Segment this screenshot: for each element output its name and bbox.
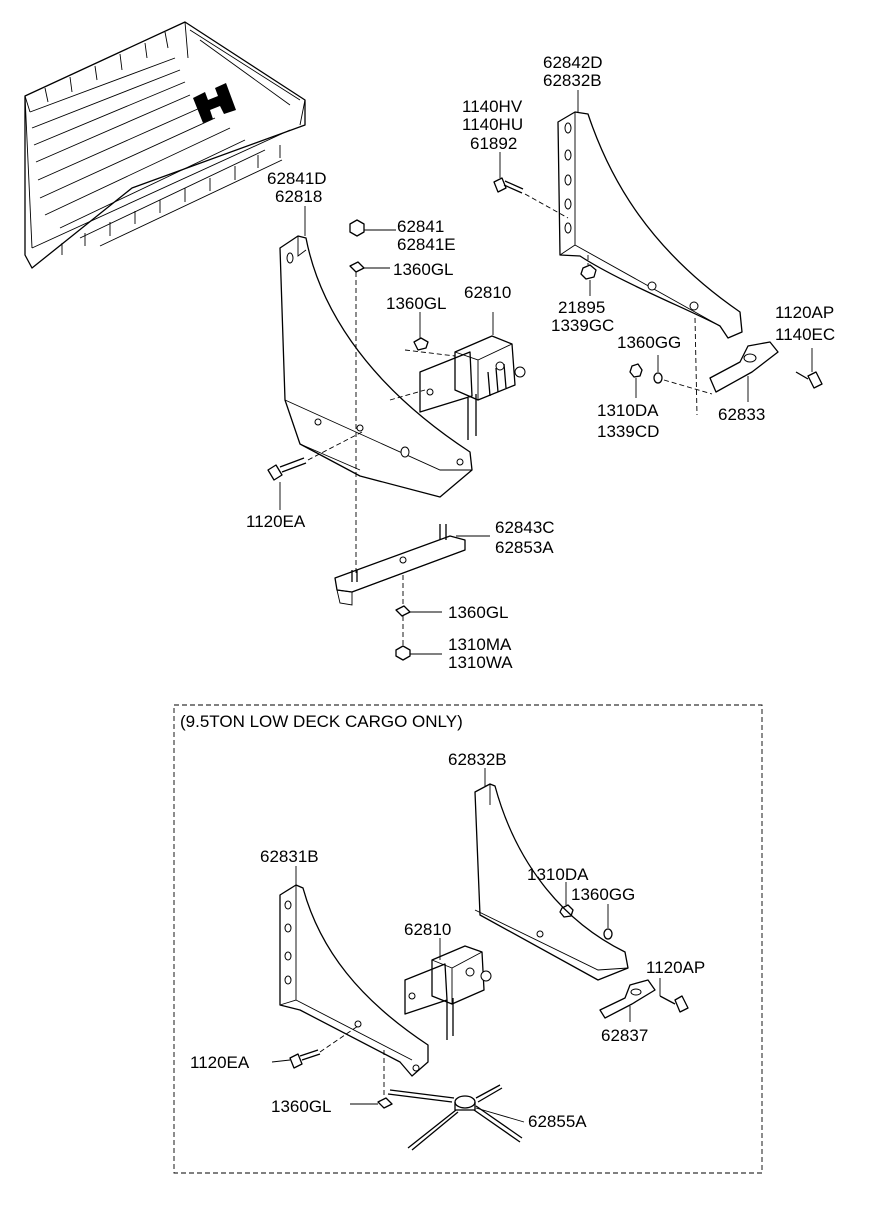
- label-62843C: 62843C: [495, 518, 555, 537]
- section-title: (9.5TON LOW DECK CARGO ONLY): [180, 712, 463, 731]
- label-62853A: 62853A: [495, 538, 554, 557]
- label-62831B: 62831B: [260, 847, 319, 866]
- label-62842D: 62842D: [543, 53, 603, 72]
- label-61892: 61892: [470, 134, 517, 153]
- label-1360GL-d: 1360GL: [271, 1097, 332, 1116]
- bracket-62832B-lower-assembly: [474, 783, 629, 981]
- label-1360GL-a: 1360GL: [393, 260, 454, 279]
- leader-lines: [271, 90, 813, 1123]
- label-1310DA-top: 1310DA: [597, 401, 659, 420]
- label-62818: 62818: [275, 187, 322, 206]
- bolt-1120EA-top-icon: [267, 431, 363, 481]
- label-1310DA-bot: 1310DA: [527, 865, 589, 884]
- label-62810-bot: 62810: [404, 920, 451, 939]
- bracket-62837-icon: [599, 979, 656, 1019]
- label-1360GL-b: 1360GL: [386, 294, 447, 313]
- latch-62810-top-icon: [389, 335, 526, 440]
- bolt-1120AP-top-icon: [795, 371, 823, 389]
- washer-1360GG-bot-icon: [603, 928, 613, 940]
- label-1339CD: 1339CD: [597, 422, 659, 441]
- label-1120EA-bot: 1120EA: [190, 1053, 250, 1072]
- nut-1310MA-icon: [395, 645, 411, 661]
- washer-1360GG-top-icon: [653, 317, 713, 416]
- bolt-1140HV-icon: [493, 177, 569, 219]
- bracket-62842D-assembly: [557, 111, 743, 339]
- label-62841E: 62841E: [397, 235, 456, 254]
- star-base-62855A-icon: [387, 1084, 523, 1151]
- washer-1360GL-c-icon: [395, 605, 411, 648]
- low-deck-section-box: [173, 704, 763, 1174]
- label-62841D: 62841D: [267, 169, 327, 188]
- label-62833: 62833: [718, 405, 765, 424]
- nut-1310DA-bot-icon: [559, 904, 574, 918]
- label-62810-top: 62810: [464, 283, 511, 302]
- label-1120AP-bot: 1120AP: [646, 958, 705, 977]
- label-62832B-top: 62832B: [543, 71, 602, 90]
- nut-62841-icon: [349, 219, 365, 237]
- nut-21895-icon: [580, 255, 597, 280]
- bolt-1120EA-bot-icon: [289, 1025, 359, 1069]
- label-62841: 62841: [397, 217, 444, 236]
- washer-1360GL-d-icon: [377, 1050, 393, 1109]
- plate-62843C-icon: [334, 524, 466, 606]
- label-1310MA: 1310MA: [448, 635, 512, 654]
- label-62832B-bot: 62832B: [448, 750, 507, 769]
- label-1140EC: 1140EC: [775, 325, 835, 344]
- label-1339GC: 1339GC: [551, 316, 614, 335]
- label-1120AP-top: 1120AP: [775, 303, 834, 322]
- label-1360GG-bot: 1360GG: [571, 885, 635, 904]
- label-62855A: 62855A: [528, 1112, 587, 1131]
- bracket-62841D-assembly: [279, 235, 473, 498]
- label-1360GG-top: 1360GG: [617, 333, 681, 352]
- label-1310WA: 1310WA: [448, 653, 513, 672]
- bracket-62831B-assembly: [279, 884, 429, 1077]
- label-62837: 62837: [601, 1026, 648, 1045]
- label-1140HV: 1140HV: [462, 97, 523, 116]
- washer-1360GL-a-icon: [349, 261, 365, 575]
- bolt-1120AP-bot-icon: [659, 995, 689, 1013]
- nut-1310DA-top-icon: [629, 363, 643, 378]
- label-1140HU: 1140HU: [462, 115, 523, 134]
- label-1360GL-c: 1360GL: [448, 603, 509, 622]
- label-21895: 21895: [558, 298, 605, 317]
- label-1120EA-top: 1120EA: [246, 512, 306, 531]
- callout-labels: 62842D 62832B 1140HV 1140HU 61892 62841D…: [180, 53, 835, 1131]
- latch-62810-bot-icon: [404, 945, 492, 1040]
- truck-cargo-bed-illustration: [24, 21, 306, 269]
- bracket-62833-icon: [709, 341, 779, 393]
